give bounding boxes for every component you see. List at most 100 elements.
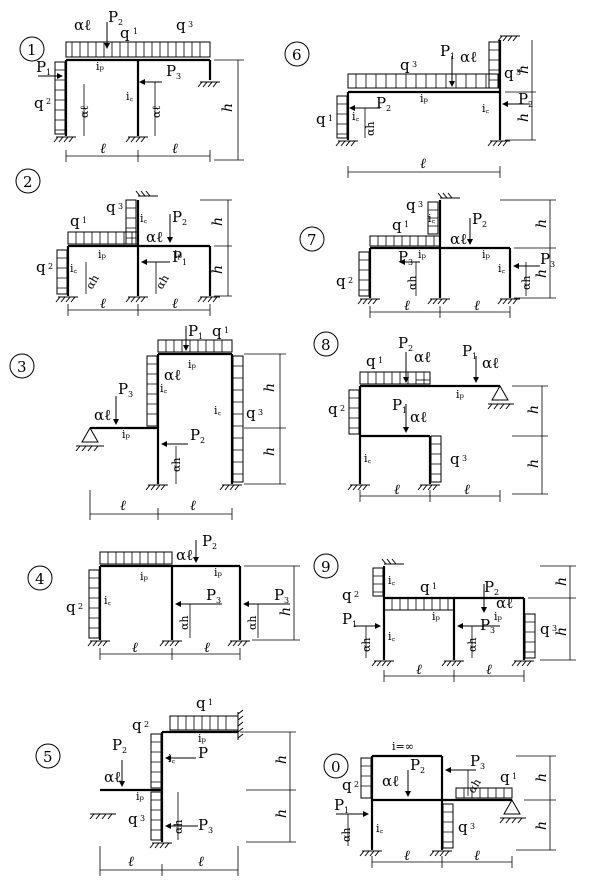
label-p-top: P — [472, 210, 482, 228]
label-p-top: P — [188, 322, 198, 340]
label-p-top: P — [398, 334, 408, 352]
label-p-mid-sub: 1 — [182, 258, 187, 267]
label-p-low-sub: 3 — [208, 826, 213, 835]
distributed-load-left — [54, 61, 66, 135]
label-p-top: P — [484, 578, 494, 596]
label-p-right-sub: 3 — [480, 762, 485, 771]
label-p-mid-sub: 3 — [216, 596, 221, 605]
distributed-load-low — [430, 435, 442, 483]
label-span-1: ℓ — [132, 640, 138, 656]
label-height-top: h — [534, 219, 550, 228]
label-q-left: q — [336, 272, 346, 290]
label-p-top: P — [108, 8, 118, 26]
label-q-left-sub: 2 — [340, 404, 345, 413]
label-q-top-b-sub: 3 — [188, 20, 193, 29]
dimension-lines — [65, 59, 244, 162]
label-height-right: h — [516, 113, 532, 122]
distributed-load-col — [150, 733, 162, 789]
label-q-left-sub: 2 — [354, 780, 359, 789]
label-ip2: iₚ — [174, 248, 183, 261]
label-ic: i꜀ — [376, 822, 384, 835]
label-p-mid: P — [410, 756, 420, 774]
label-q-top-sub: 1 — [208, 698, 213, 707]
variant-number: 1 — [27, 41, 37, 59]
label-p-left: P — [36, 58, 46, 76]
variant-2: 2 q — [15, 168, 232, 316]
label-ic: i꜀ — [140, 212, 148, 225]
label-height-bot: h — [526, 459, 542, 468]
label-inf: i=∞ — [392, 740, 414, 753]
label-ip: iₚ — [98, 248, 107, 261]
distributed-load-top — [65, 41, 211, 58]
label-p-top-sub: 1 — [198, 332, 203, 341]
label-p-mid: P — [398, 248, 408, 266]
label-height: h — [220, 103, 236, 112]
label-height-top: h — [534, 773, 550, 782]
label-p-right: P — [274, 586, 284, 604]
label-height-bot: h — [274, 809, 290, 818]
label-alpha-l: αℓ — [74, 16, 91, 34]
label-ah-col2: αh — [466, 637, 479, 652]
label-p-mid-sub: 3 — [176, 72, 181, 81]
label-alpha-l: αℓ — [146, 228, 163, 246]
label-q-right: q — [540, 620, 550, 638]
label-q-right-sub: 3 — [516, 68, 521, 77]
label-span-1: ℓ — [120, 498, 126, 514]
variant-number: 6 — [292, 46, 302, 64]
label-q-right: q — [246, 404, 256, 422]
distributed-load-right — [488, 41, 500, 89]
label-span-2: ℓ — [474, 298, 480, 314]
label-q-top-sub: 3 — [412, 60, 417, 69]
variant-number-badge — [9, 353, 35, 379]
variant-number: 2 — [23, 173, 33, 191]
label-p-right-sub: 3 — [490, 626, 495, 635]
label-q-left-sub: 2 — [48, 262, 53, 271]
label-q-top: q — [420, 578, 430, 596]
label-p-left-sub: 2 — [386, 104, 391, 113]
variant-number-badge — [323, 753, 349, 779]
label-ic-left: i꜀ — [352, 110, 360, 123]
label-p-top-sub: 2 — [482, 220, 487, 229]
label-ic2: i꜀ — [214, 404, 222, 417]
label-span-2: ℓ — [172, 141, 178, 157]
label-span-2: ℓ — [486, 662, 492, 678]
label-ah-col: αh — [178, 615, 191, 630]
distributed-load-col — [125, 199, 137, 245]
label-q-top-b: q — [176, 16, 186, 34]
label-p-right: P — [480, 616, 490, 634]
label-q-left: q — [66, 598, 76, 616]
label-ip: iₚ — [418, 248, 427, 261]
label-height-top: h — [554, 577, 570, 586]
label-q-low-sub: 3 — [470, 822, 475, 831]
label-alpha-l-right: αℓ — [482, 354, 499, 372]
label-q-top: q — [400, 56, 410, 74]
label-span-1: ℓ — [128, 854, 134, 870]
variant-number: 8 — [321, 336, 331, 354]
label-q-col: q — [132, 716, 142, 734]
label-al-col: αℓ — [78, 105, 91, 118]
label-span-1: ℓ — [416, 662, 422, 678]
label-height: h — [278, 607, 294, 616]
label-span-1: ℓ — [394, 482, 400, 498]
label-ah-left: αh — [364, 121, 377, 136]
label-ic: i꜀ — [168, 752, 176, 765]
distributed-load-top — [347, 73, 499, 89]
variant-1: 1 αℓ P 2 — [19, 8, 244, 162]
label-q-left: q — [316, 110, 326, 128]
label-p-left: P — [118, 380, 128, 398]
label-p-left: P — [112, 736, 122, 754]
variant-6: 6 q 3 P — [284, 35, 536, 178]
label-p-top-sub: 2 — [118, 18, 123, 27]
label-ip-top: iₚ — [188, 358, 197, 371]
variant-number-badge — [313, 331, 339, 357]
label-q-top-sub: 1 — [378, 356, 383, 365]
label-q-right-sub: 3 — [258, 408, 263, 417]
label-p-low: P — [198, 816, 208, 834]
label-span-1: ℓ — [100, 141, 106, 157]
distributed-load-left — [56, 249, 68, 295]
label-ah-col: αh — [172, 819, 185, 834]
label-height-bot: h — [554, 627, 570, 636]
label-ic: i꜀ — [364, 452, 372, 465]
label-ip2: iₚ — [494, 610, 503, 623]
